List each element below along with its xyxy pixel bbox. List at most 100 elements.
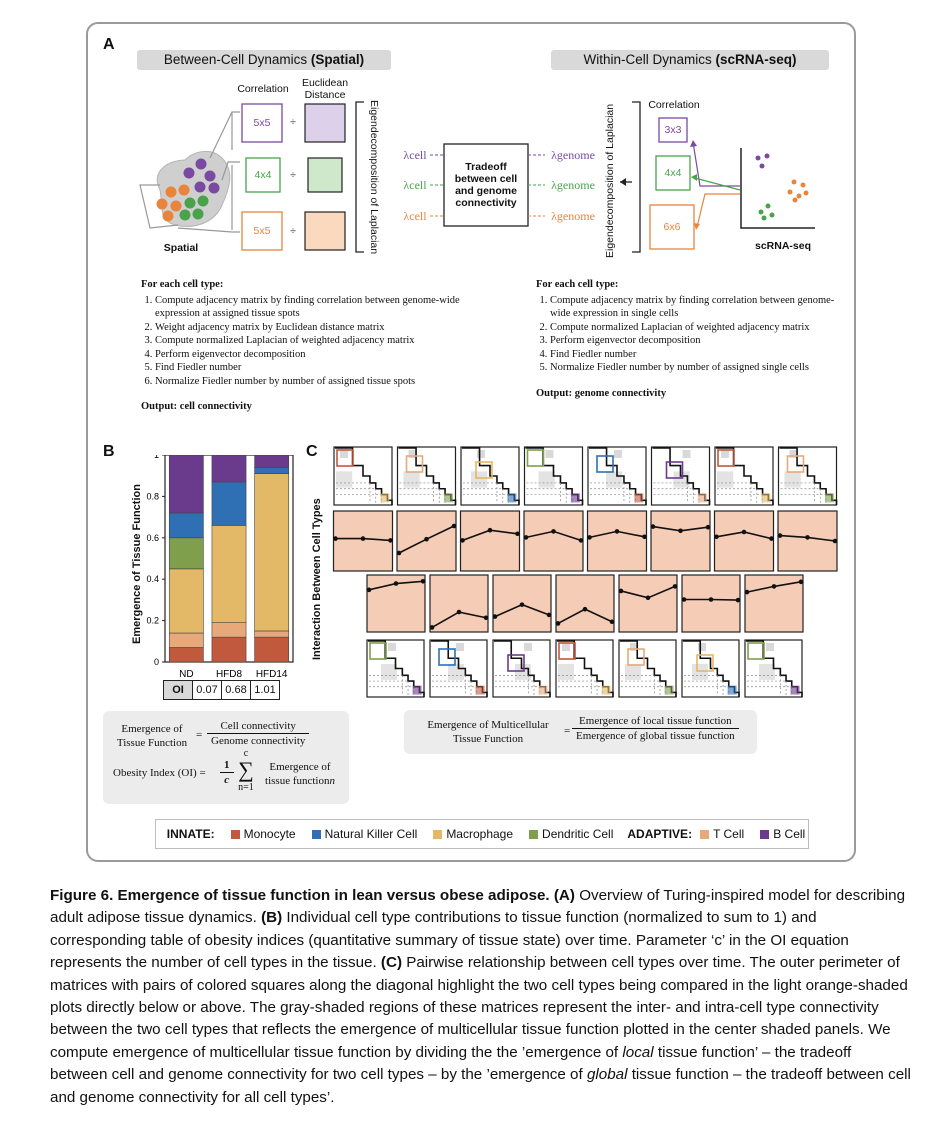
pair-point [360,536,366,541]
eq1-lhs-2: Tissue Function [116,737,188,749]
eigen-arrow-head [620,178,626,186]
lambda-cell-1: λcell [403,148,427,162]
pair-matrix [587,446,647,506]
arrow-head-2 [691,174,697,181]
right-eigen-bracket [632,101,641,253]
eq2-term: Emergence of tissue functionn [259,760,341,788]
left-matrix-1-corr [241,103,283,143]
tradeoff-box [443,143,529,227]
divide-2: ÷ [290,169,296,181]
legend-label-macrophage: Macrophage [446,827,514,841]
scrna-step-4: Find Fiedler number [550,348,836,362]
tradeoff-3: and genome [455,185,517,197]
right-matrix-1 [658,117,688,143]
eq2-sum-top: c [243,748,249,759]
bar-nd-macrophage [168,568,204,634]
arrow-head-1 [690,140,697,147]
pair-point [393,581,399,586]
legend: INNATE: Monocyte Natural Killer Cell Mac… [155,819,809,849]
right-matrix-2-label: 4x4 [664,167,682,179]
scatter-arrows [692,141,741,228]
right-matrix-1-label: 3x3 [664,124,682,136]
pair-plot [744,574,804,633]
eq-c-den: Emergence of global tissue function [576,730,735,742]
pair-plot [681,574,741,633]
left-matrix-1-label: 5x5 [253,117,271,129]
bar-hfd14-macrophage [254,473,290,632]
pair-point [678,528,683,534]
caption-b-tag: (B) [261,909,283,927]
spatial-label: Spatial [163,242,199,254]
pair-point [546,612,552,618]
legend-item-dendritic: Dendritic Cell [519,827,613,841]
bar-hfd8-b-cell [211,455,247,483]
caption-c-text: Pairwise relationship between cell types… [50,954,908,1061]
caption-a-tag: (A) [553,887,575,904]
pair-point [805,535,810,540]
legend-swatch-tcell [700,830,710,840]
pair-point [578,538,584,543]
eq2-term-1: Emergence of [269,761,331,773]
pair-point [483,615,489,621]
spatial-step-3: Compute normalized Laplacian of weighted… [155,334,471,348]
legend-swatch-monocyte [230,830,240,840]
legend-label-nk: Natural Killer Cell [324,827,418,841]
legend-label-bcell: B Cell [773,827,806,841]
spatial-step-1: Compute adjacency matrix by finding corr… [155,294,471,321]
right-matrix-3 [649,204,695,250]
eq-c-equals: = [564,725,571,737]
pair-plot [459,510,521,572]
spatial-dots [156,158,220,222]
pair-matrix [777,446,838,506]
y-tick-label: 0.4 [146,574,159,584]
caption-c-text-3: tissue function – the tradeoff between c… [50,1066,911,1106]
equation-box-b: Emergence of Tissue Function = Cell conn… [103,711,349,804]
oi-label: OI [163,680,193,700]
x-tick-label: HFD14 [256,669,288,680]
eq2-term-sub: n [329,775,335,787]
caption-title: Figure 6. Emergence of tissue function i… [50,887,550,904]
y-ticks-group: 00.20.40.60.81 [146,455,165,667]
left-matrix-3-corr [241,211,283,251]
left-matrix-2-label: 4x4 [254,169,272,181]
caption-c-text-2: tissue function’ – the tradeoff between … [50,1043,852,1084]
legend-label-dendritic: Dendritic Cell [542,827,614,841]
legend-adaptive-label: ADAPTIVE: [627,827,693,841]
pair-plot [777,510,838,572]
bar-hfd14-natural-killer-cell [254,467,290,474]
scrna-step-1: Compute adjacency matrix by finding corr… [550,294,836,321]
pair-matrix [366,639,425,698]
legend-swatch-nk [311,830,321,840]
bar-hfd8-monocyte [211,636,247,663]
pair-point [672,584,678,589]
caption-a-text: Overview of Turing-inspired model for de… [50,887,906,927]
eq2-term-2: tissue function [265,775,330,787]
lambda-genome-1: λgenome [551,148,595,162]
pair-point [614,529,620,534]
legend-swatch-dendritic [529,830,539,840]
pair-point [519,602,525,607]
spatial-title-bold: (Spatial) [310,52,365,67]
pair-matrix [744,639,803,698]
legend-label-monocyte: Monocyte [243,827,296,841]
oi-hfd8: 0.68 [221,680,251,700]
pair-point [777,533,783,538]
pair-plot [332,510,394,572]
pair-plot [555,574,615,633]
pair-matrix [650,446,711,506]
eq-c-num: Emergence of local tissue function [572,715,739,729]
pair-point [714,534,719,540]
eq-c-lhs-1: Emergence of Multicellular [427,719,549,731]
legend-label-tcell: T Cell [713,827,745,841]
pair-plot [492,574,552,633]
legend-swatch-bcell [760,830,770,840]
equation-box-c: Emergence of Multicellular Tissue Functi… [404,710,757,754]
pair-point [769,536,774,541]
tradeoff-4: connectivity [455,197,517,209]
eq1-den: Genome connectivity [211,735,306,747]
bar-hfd14-monocyte [254,636,290,663]
pair-matrix [523,446,584,506]
